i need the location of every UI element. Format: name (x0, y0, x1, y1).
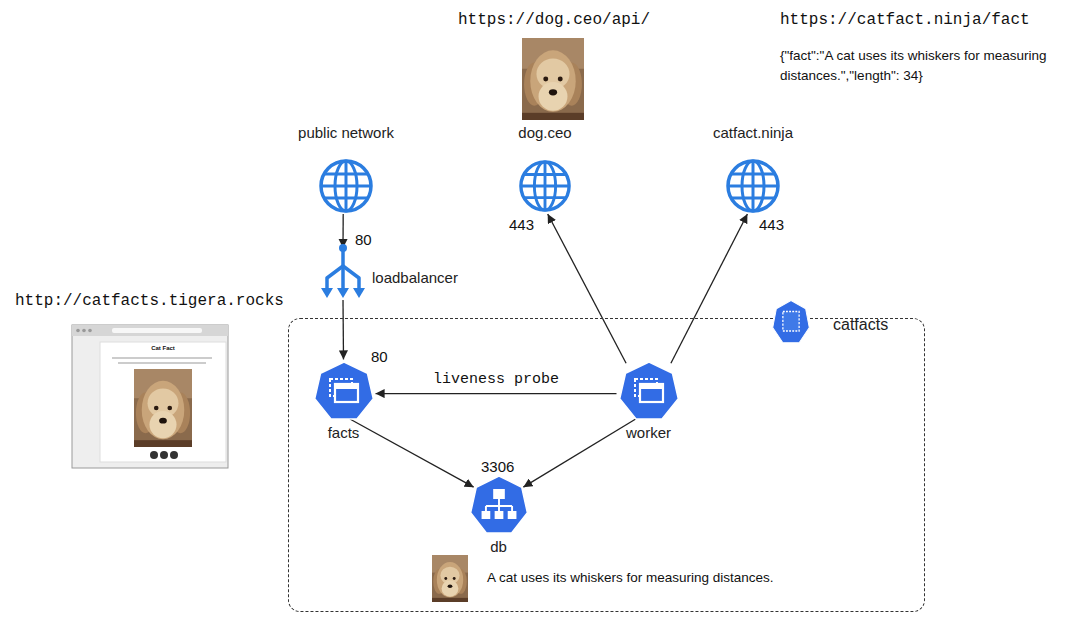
connector-arrow (342, 214, 344, 248)
loadbalancer-icon (320, 244, 366, 300)
connector-arrow (548, 214, 626, 363)
dog-photo (522, 38, 584, 120)
node-label: worker (626, 424, 671, 442)
url-label: https://catfact.ninja/fact (780, 10, 1030, 31)
node-label: loadbalancer (372, 269, 458, 287)
annotation: Cat Fact (151, 345, 175, 353)
node-label: facts (328, 424, 360, 442)
node-label: catfact.ninja (713, 124, 793, 142)
edge-label: liveness probe (433, 370, 559, 390)
database-icon (468, 474, 530, 536)
workload-node: db (468, 474, 530, 536)
dog-thumbnail (432, 555, 468, 602)
annotation: A cat uses its whiskers for measuring di… (487, 569, 774, 587)
globe-icon (518, 158, 572, 214)
external-service: public network (318, 158, 374, 214)
connector-arrow (376, 393, 617, 394)
browser-screenshot (72, 325, 228, 468)
namespace-icon (771, 299, 811, 345)
url-label: https://dog.ceo/api/ (458, 10, 650, 31)
node-label: dog.ceo (518, 124, 571, 142)
globe-icon (318, 158, 374, 214)
annotation: 80 (371, 347, 388, 367)
annotation: 443 (509, 215, 534, 235)
pod-icon (617, 360, 681, 422)
annotation: 443 (759, 215, 784, 235)
node-label: catfacts (833, 316, 888, 334)
annotation: 3306 (481, 457, 514, 477)
connector-arrow (342, 300, 344, 360)
loadbalancer-node: loadbalancer (320, 244, 366, 300)
pod-icon (312, 360, 376, 422)
globe-icon (725, 158, 781, 214)
node-label: public network (298, 124, 394, 142)
node-label: db (490, 538, 507, 556)
annotation: {"fact":"A cat uses its whiskers for mea… (780, 46, 1080, 85)
url-label: http://catfacts.tigera.rocks (15, 291, 284, 312)
connector-arrow (523, 419, 635, 487)
connector-arrow (350, 419, 474, 487)
external-service: catfact.ninja (725, 158, 781, 214)
external-service: dog.ceo (518, 158, 572, 214)
connector-arrow (671, 214, 748, 363)
workload-node: worker (617, 360, 681, 422)
annotation: 80 (355, 230, 372, 250)
workload-node: facts (312, 360, 376, 422)
